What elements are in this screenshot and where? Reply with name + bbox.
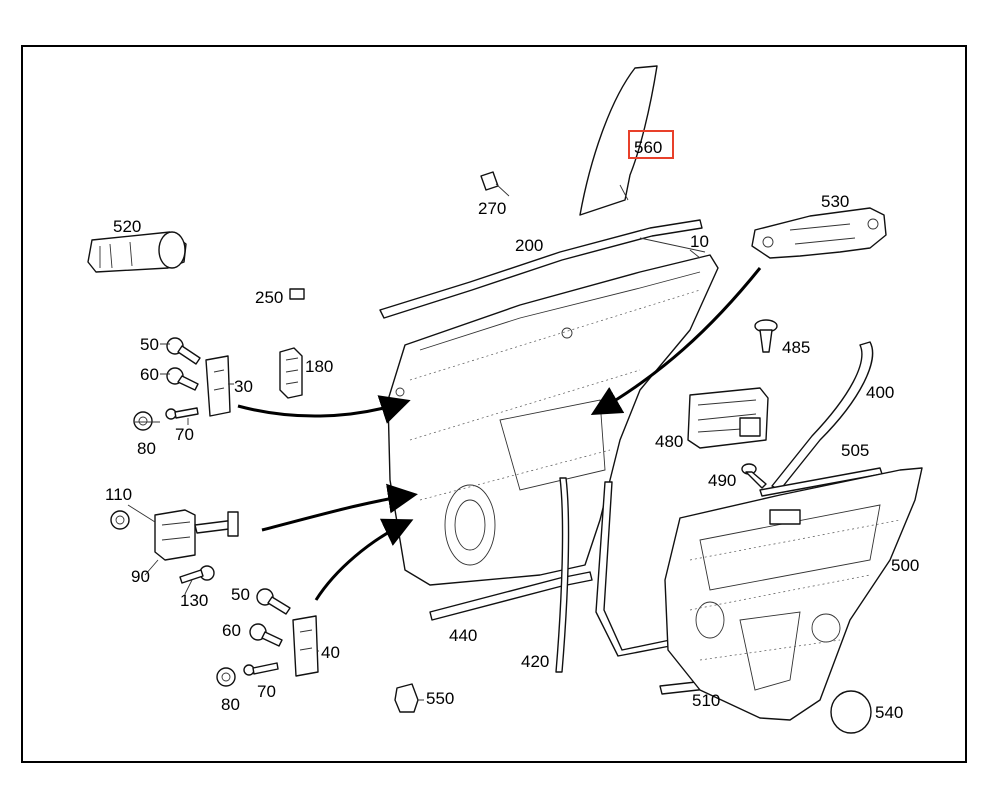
part-520-handle-housing[interactable] [87,231,187,273]
arrow-bracket-to-door [590,267,762,416]
label-550: 550 [426,689,454,708]
part-200-seal-strip[interactable] [379,219,703,319]
label-50-top: 50 [140,335,159,354]
part-420-seal[interactable] [555,477,570,673]
part-400-rod[interactable] [771,341,874,491]
part-80-nut-top[interactable] [133,411,153,431]
arrow-strap-to-door [261,483,418,532]
part-485-push-clip[interactable] [754,319,778,353]
part-60-bolt-bottom[interactable] [249,623,283,647]
part-540-plug[interactable] [830,690,872,734]
label-250: 250 [255,288,283,307]
part-50-bolt-top[interactable] [166,337,201,365]
part-40-hinge-bottom[interactable] [292,615,319,677]
part-30-hinge-top[interactable] [205,355,231,417]
label-50-bottom: 50 [231,585,250,604]
label-80-bottom: 80 [221,695,240,714]
label-130: 130 [180,591,208,610]
label-440: 440 [449,626,477,645]
part-10-door-shell[interactable] [387,254,719,586]
part-90-check-strap[interactable] [154,509,239,561]
part-110-nut[interactable] [110,510,130,530]
part-80-nut-bottom[interactable] [216,667,236,687]
label-270: 270 [478,199,506,218]
arrow-hinge-to-door [237,395,411,424]
leader-line [127,343,234,595]
part-270-clip[interactable] [480,171,510,197]
label-180: 180 [305,357,333,376]
part-70-screw-bottom[interactable] [243,662,279,676]
label-560: 560 [634,138,662,157]
part-250-clip[interactable] [289,288,305,300]
leader-line-2 [317,237,706,701]
part-130-bolt[interactable] [179,565,215,584]
label-40: 40 [321,643,340,662]
label-30: 30 [234,377,253,396]
part-180-guide[interactable] [279,347,303,399]
part-480-window-motor[interactable] [687,387,769,449]
part-50-bolt-bottom[interactable] [256,588,291,615]
label-490: 490 [708,471,736,490]
part-500-inner-panel[interactable] [664,467,923,721]
part-70-screw-top[interactable] [165,407,199,420]
label-10: 10 [690,232,709,251]
label-400: 400 [866,383,894,402]
label-480: 480 [655,432,683,451]
label-540: 540 [875,703,903,722]
label-485: 485 [782,338,810,357]
part-60-bolt-top[interactable] [166,367,199,391]
part-490-clip[interactable] [741,463,767,489]
part-440-lower-seal[interactable] [429,571,593,621]
label-520: 520 [113,217,141,236]
label-510: 510 [692,691,720,710]
label-505: 505 [841,441,869,460]
label-420: 420 [521,652,549,671]
label-90: 90 [131,567,150,586]
part-550-clip[interactable] [394,683,419,713]
label-200: 200 [515,236,543,255]
arrow-lower-hinge-to-door [314,518,414,601]
label-110: 110 [105,485,132,504]
label-70-bottom: 70 [257,682,276,701]
label-60-top: 60 [140,365,159,384]
highlight-box-560 [628,130,674,159]
label-60-bottom: 60 [222,621,241,640]
part-530-bracket[interactable] [751,207,887,259]
label-70-top: 70 [175,425,194,444]
label-530: 530 [821,192,849,211]
label-500: 500 [891,556,919,575]
label-80-top: 80 [137,439,156,458]
